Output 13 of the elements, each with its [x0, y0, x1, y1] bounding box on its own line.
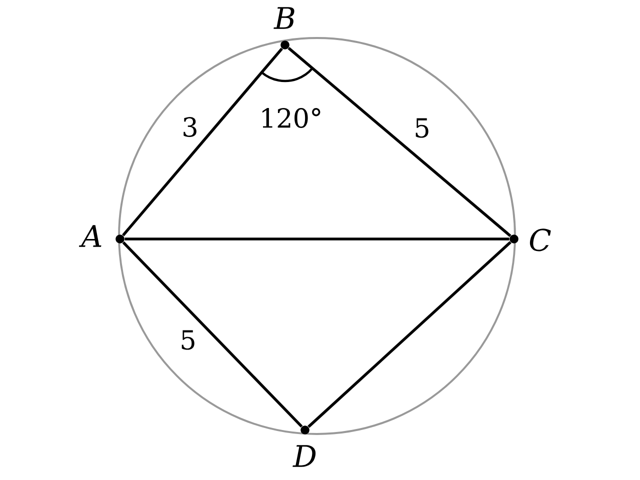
- line-segment: [124, 238, 510, 240]
- point-label: A: [78, 225, 102, 247]
- line-segment: [308, 241, 512, 428]
- length-label: 3: [184, 117, 196, 137]
- point-label: D: [292, 445, 316, 467]
- line-segment: [122, 48, 283, 236]
- length-label: 5: [182, 330, 194, 350]
- line-segment: [122, 241, 303, 428]
- length-label: 5: [416, 118, 428, 138]
- point-label: C: [530, 228, 551, 252]
- angle-label: 120°: [262, 108, 320, 128]
- line-segment: [288, 46, 512, 237]
- point-label: B: [274, 7, 294, 29]
